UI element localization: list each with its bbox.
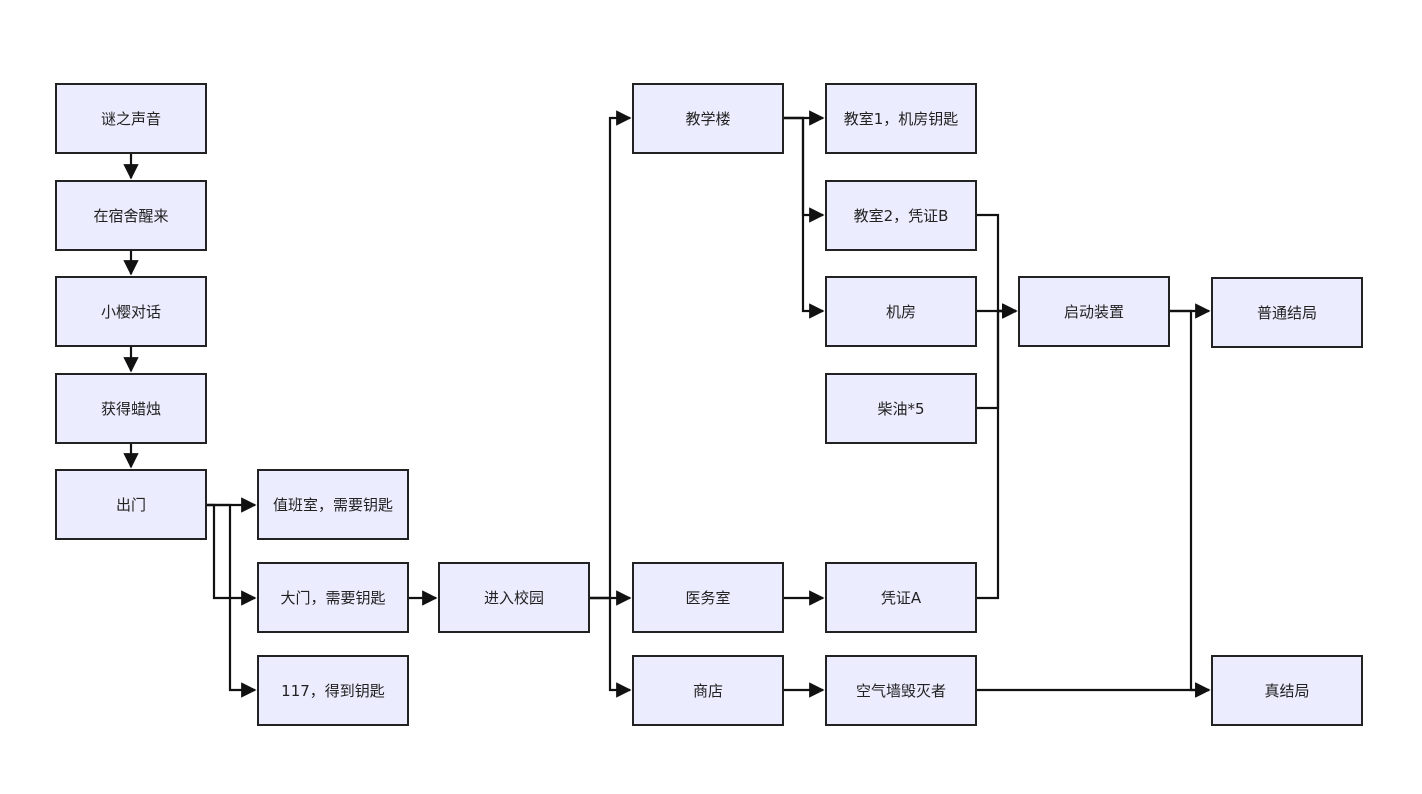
- node-duty-room: 值班室，需要钥匙: [257, 469, 409, 540]
- node-start-device: 启动装置: [1018, 276, 1170, 347]
- node-voucher-a: 凭证A: [825, 562, 977, 633]
- node-computer-room: 机房: [825, 276, 977, 347]
- node-mystery-voice: 谜之声音: [55, 83, 207, 154]
- node-classroom-2: 教室2，凭证B: [825, 180, 977, 251]
- node-classroom-1: 教室1，机房钥匙: [825, 83, 977, 154]
- node-main-gate: 大门，需要钥匙: [257, 562, 409, 633]
- node-get-candle: 获得蜡烛: [55, 373, 207, 444]
- node-true-ending: 真结局: [1211, 655, 1363, 726]
- edge-n19-n21: [1170, 309, 1211, 698]
- node-infirmary: 医务室: [632, 562, 784, 633]
- edge-n10-n15: [784, 116, 825, 319]
- node-enter-campus: 进入校园: [438, 562, 590, 633]
- edge-n5-n8: [207, 503, 257, 698]
- node-diesel: 柴油*5: [825, 373, 977, 444]
- node-shop: 商店: [632, 655, 784, 726]
- node-go-out: 出门: [55, 469, 207, 540]
- edge-n17-n19: [977, 303, 1018, 600]
- node-talk-sakura: 小樱对话: [55, 276, 207, 347]
- node-wake-in-dorm: 在宿舍醒来: [55, 180, 207, 251]
- edge-n14-n19: [977, 213, 1018, 319]
- node-room-117: 117，得到钥匙: [257, 655, 409, 726]
- node-teaching-building: 教学楼: [632, 83, 784, 154]
- edge-n16-n19: [977, 303, 1018, 410]
- edge-n9-n12: [589, 596, 632, 698]
- node-air-wall-destroyer: 空气墙毁灭者: [825, 655, 977, 726]
- node-normal-ending: 普通结局: [1211, 277, 1363, 348]
- edge-n9-n10: [589, 110, 632, 600]
